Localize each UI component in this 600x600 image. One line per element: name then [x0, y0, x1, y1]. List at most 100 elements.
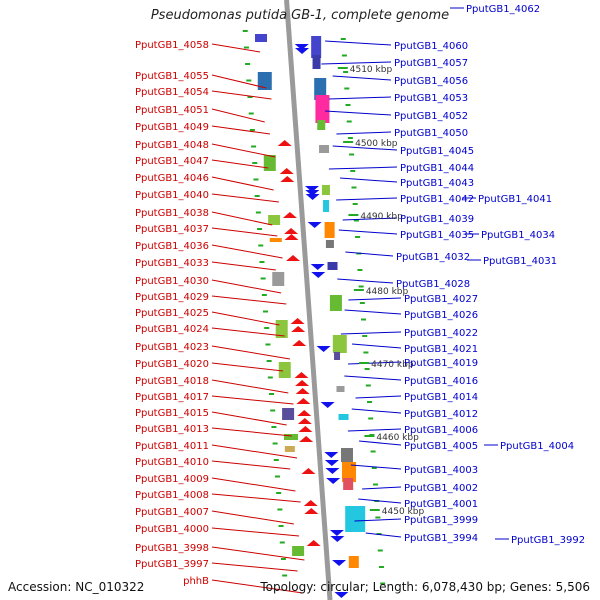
track-tick	[343, 71, 349, 73]
track-tick	[371, 467, 377, 469]
track-tick	[271, 426, 277, 428]
gene-block	[257, 72, 272, 90]
track-tick	[247, 96, 253, 98]
right-gene-label[interactable]: PputGB1_3999	[404, 515, 478, 526]
reverse-gene-arrow	[324, 460, 339, 466]
right-gene-label[interactable]: PputGB1_4004	[500, 441, 574, 452]
reverse-gene-arrow	[330, 536, 345, 542]
right-gene-label[interactable]: PputGB1_4021	[404, 344, 478, 355]
left-gene-label[interactable]: phhB	[183, 576, 209, 587]
left-gene-label[interactable]: PputGB1_4015	[135, 408, 209, 419]
right-gene-label[interactable]: PputGB1_4001	[404, 499, 478, 510]
left-leader-line	[211, 427, 292, 437]
left-gene-label[interactable]: PputGB1_4023	[135, 342, 209, 353]
right-gene-label[interactable]: PputGB1_4044	[400, 163, 474, 174]
gene-block	[292, 546, 305, 556]
right-leader-line	[345, 251, 394, 257]
left-gene-label[interactable]: PputGB1_4024	[135, 324, 209, 335]
forward-gene-arrow	[279, 168, 294, 174]
genome-backbone	[284, 0, 333, 600]
left-gene-label[interactable]: PputGB1_4049	[135, 122, 209, 133]
right-gene-label[interactable]: PputGB1_4028	[396, 279, 470, 290]
track-tick	[345, 104, 351, 106]
right-gene-label[interactable]: PputGB1_4032	[396, 252, 470, 263]
left-gene-label[interactable]: PputGB1_4000	[135, 524, 209, 535]
left-gene-label[interactable]: PputGB1_4036	[135, 241, 209, 252]
track-tick	[365, 384, 371, 387]
right-gene-label[interactable]: PputGB1_4045	[400, 146, 474, 157]
left-gene-label[interactable]: PputGB1_4009	[135, 474, 209, 485]
left-gene-label[interactable]: PputGB1_4055	[135, 71, 209, 82]
right-gene-label[interactable]: PputGB1_4019	[404, 358, 478, 369]
right-gene-label[interactable]: PputGB1_4035	[400, 230, 474, 241]
left-gene-label[interactable]: PputGB1_4030	[135, 276, 209, 287]
left-gene-label[interactable]: PputGB1_4033	[135, 258, 209, 269]
track-tick	[340, 38, 346, 40]
right-gene-label[interactable]: PputGB1_4003	[404, 465, 478, 476]
gene-block	[315, 95, 330, 123]
right-leader-line	[332, 145, 398, 151]
right-gene-label[interactable]: PputGB1_4002	[404, 483, 478, 494]
right-gene-label[interactable]: PputGB1_4006	[404, 425, 478, 436]
left-leader-line	[211, 211, 273, 226]
right-gene-label[interactable]: PputGB1_3994	[404, 533, 478, 544]
gene-block	[343, 478, 354, 490]
left-gene-label[interactable]: PputGB1_4040	[135, 190, 209, 201]
right-gene-label[interactable]: PputGB1_4060	[394, 41, 468, 52]
left-gene-label[interactable]: PputGB1_4047	[135, 156, 209, 167]
left-gene-label[interactable]: PputGB1_4017	[135, 392, 209, 403]
left-gene-label[interactable]: PputGB1_4054	[135, 87, 209, 98]
left-gene-label[interactable]: PputGB1_4025	[135, 308, 209, 319]
right-gene-label[interactable]: PputGB1_4039	[400, 214, 474, 225]
left-gene-label[interactable]: PputGB1_4013	[135, 424, 209, 435]
left-gene-label[interactable]: PputGB1_3997	[135, 559, 209, 570]
left-leader-line	[211, 108, 265, 123]
track-tick	[359, 302, 365, 304]
left-gene-label[interactable]: PputGB1_4018	[135, 376, 209, 387]
right-gene-label[interactable]: PputGB1_4041	[478, 194, 552, 205]
track-tick	[361, 318, 367, 321]
left-gene-label[interactable]: PputGB1_4038	[135, 208, 209, 219]
left-gene-label[interactable]: PputGB1_4051	[135, 105, 209, 116]
left-gene-label[interactable]: PputGB1_4048	[135, 140, 209, 151]
right-gene-label[interactable]: PputGB1_4043	[400, 178, 474, 189]
right-gene-label[interactable]: PputGB1_4022	[404, 328, 478, 339]
right-gene-label[interactable]: PputGB1_4026	[404, 310, 478, 321]
left-gene-label[interactable]: PputGB1_4011	[135, 441, 209, 452]
left-gene-label[interactable]: PputGB1_4046	[135, 173, 209, 184]
right-gene-label[interactable]: PputGB1_4012	[404, 409, 478, 420]
right-gene-label[interactable]: PputGB1_4056	[394, 76, 468, 87]
right-gene-label[interactable]: PputGB1_4016	[404, 376, 478, 387]
left-gene-label[interactable]: PputGB1_4010	[135, 457, 209, 468]
right-gene-label[interactable]: PputGB1_4034	[481, 230, 555, 241]
right-gene-label[interactable]: PputGB1_4027	[404, 294, 478, 305]
gene-block	[324, 222, 335, 238]
reverse-gene-arrow	[307, 222, 322, 228]
right-gene-label[interactable]: PputGB1_4050	[394, 128, 468, 139]
right-gene-label[interactable]: PputGB1_4014	[404, 392, 478, 403]
gene-block	[332, 335, 347, 353]
left-leader-line	[211, 562, 298, 572]
left-gene-label[interactable]: PputGB1_4020	[135, 359, 209, 370]
track-tick	[352, 203, 358, 205]
right-gene-label[interactable]: PputGB1_4062	[466, 4, 540, 15]
right-gene-label[interactable]: PputGB1_3992	[511, 535, 585, 546]
reverse-gene-arrow	[326, 478, 341, 484]
left-gene-label[interactable]: PputGB1_4058	[135, 40, 209, 51]
right-gene-label[interactable]: PputGB1_4053	[394, 93, 468, 104]
track-tick	[353, 219, 359, 222]
track-tick	[368, 417, 374, 420]
left-gene-label[interactable]: PputGB1_4008	[135, 490, 209, 501]
left-gene-label[interactable]: PputGB1_3998	[135, 543, 209, 554]
right-gene-label[interactable]: PputGB1_4031	[483, 256, 557, 267]
left-gene-label[interactable]: PputGB1_4007	[135, 507, 209, 518]
right-gene-label[interactable]: PputGB1_4052	[394, 111, 468, 122]
scale-label: 4470 kbp	[371, 360, 414, 370]
right-leader-line	[328, 166, 398, 170]
right-gene-label[interactable]: PputGB1_4057	[394, 58, 468, 69]
right-gene-label[interactable]: PputGB1_4042	[400, 194, 474, 205]
track-tick	[362, 335, 368, 337]
left-gene-label[interactable]: PputGB1_4037	[135, 224, 209, 235]
right-gene-label[interactable]: PputGB1_4005	[404, 441, 478, 452]
left-gene-label[interactable]: PputGB1_4029	[135, 292, 209, 303]
